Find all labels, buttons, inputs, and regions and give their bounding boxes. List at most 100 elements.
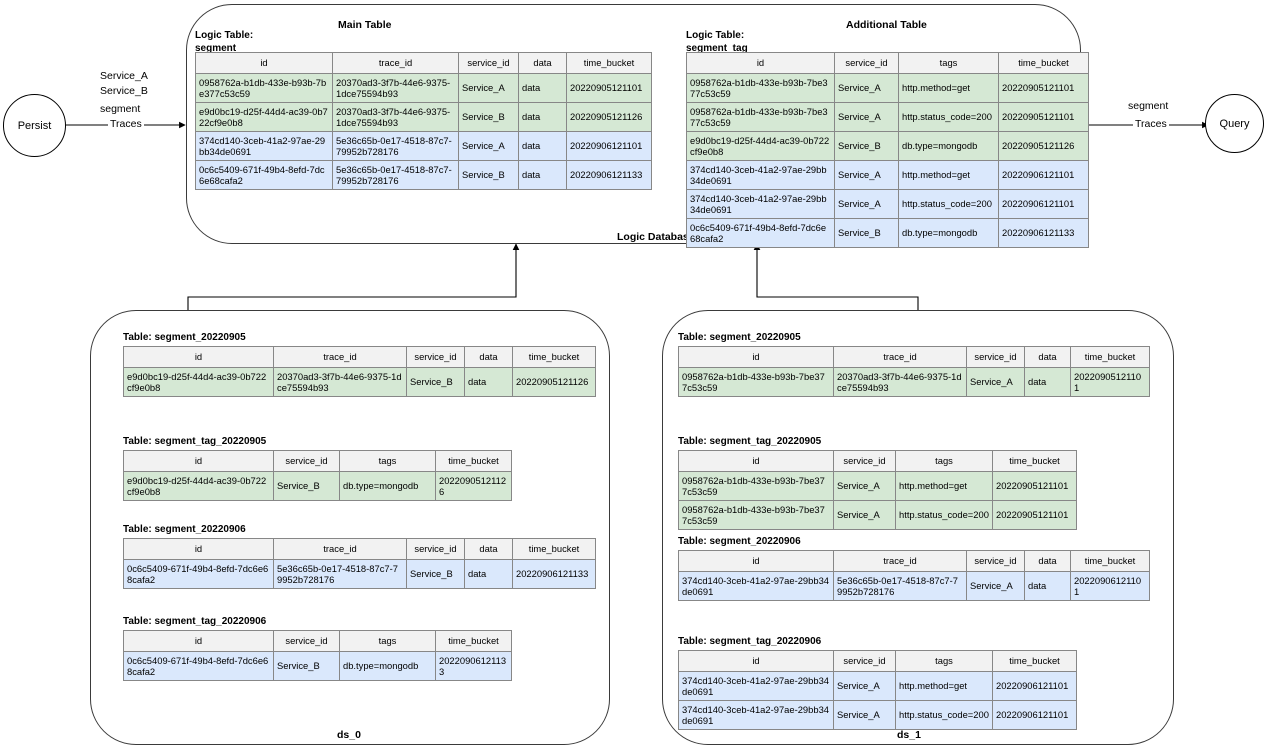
table-cell-trace_id: 20370ad3-3f7b-44e6-9375-1dce75594b93 bbox=[833, 367, 967, 397]
column-header-time_bucket: time_bucket bbox=[998, 52, 1089, 74]
column-header-tags: tags bbox=[339, 630, 436, 652]
table-cell-time_bucket: 20220905121101 bbox=[998, 102, 1089, 132]
table-cell-tags: db.type=mongodb bbox=[339, 651, 436, 681]
table-cell-service_id: Service_A bbox=[833, 471, 896, 501]
table-cell-tags: http.method=get bbox=[898, 73, 999, 103]
column-header-trace_id: trace_id bbox=[833, 550, 967, 572]
table-cell-data: data bbox=[518, 160, 567, 190]
table-caption: Table: segment_tag_20220905 bbox=[123, 436, 267, 447]
table-cell-trace_id: 5e36c65b-0e17-4518-87c7-79952b728176 bbox=[332, 131, 459, 161]
table-cell-service_id: Service_A bbox=[834, 160, 899, 190]
table-cell-service_id: Service_B bbox=[406, 559, 465, 589]
table-cell-time_bucket: 20220905121126 bbox=[566, 102, 652, 132]
column-header-trace_id: trace_id bbox=[273, 538, 407, 560]
table-cell-service_id: Service_B bbox=[834, 218, 899, 248]
table-cell-tags: db.type=mongodb bbox=[898, 218, 999, 248]
table-cell-id: e9d0bc19-d25f-44d4-ac39-0b722cf9e0b8 bbox=[123, 367, 274, 397]
column-header-id: id bbox=[678, 450, 834, 472]
table-caption: Table: segment_20220906 bbox=[678, 536, 801, 547]
column-header-data: data bbox=[518, 52, 567, 74]
table-cell-time_bucket: 20220906121101 bbox=[992, 700, 1077, 730]
table-cell-service_id: Service_B bbox=[273, 651, 340, 681]
table-cell-service_id: Service_A bbox=[834, 73, 899, 103]
table-cell-data: data bbox=[518, 131, 567, 161]
table-cell-tags: http.method=get bbox=[895, 471, 993, 501]
table-caption: Table: segment_tag_20220905 bbox=[678, 436, 822, 447]
column-header-id: id bbox=[123, 450, 274, 472]
table-cell-time_bucket: 20220905121126 bbox=[435, 471, 512, 501]
column-header-id: id bbox=[678, 550, 834, 572]
table-cell-time_bucket: 20220906121133 bbox=[435, 651, 512, 681]
table-cell-id: 0c6c5409-671f-49b4-8efd-7dc6e68cafa2 bbox=[123, 559, 274, 589]
table-cell-tags: http.status_code=200 bbox=[895, 500, 993, 530]
column-header-id: id bbox=[123, 346, 274, 368]
table-cell-trace_id: 5e36c65b-0e17-4518-87c7-79952b728176 bbox=[273, 559, 407, 589]
table-cell-tags: http.status_code=200 bbox=[898, 102, 999, 132]
table-cell-tags: db.type=mongodb bbox=[898, 131, 999, 161]
table-cell-id: 0958762a-b1db-433e-b93b-7be377c53c59 bbox=[678, 500, 834, 530]
column-header-time_bucket: time_bucket bbox=[1070, 550, 1150, 572]
table-cell-data: data bbox=[464, 367, 513, 397]
additional-logic-table-label-line2: segment_tag bbox=[686, 43, 748, 54]
column-header-tags: tags bbox=[339, 450, 436, 472]
table-cell-service_id: Service_B bbox=[458, 102, 519, 132]
column-header-tags: tags bbox=[895, 450, 993, 472]
edge-label-left-services: Service_A Service_B bbox=[100, 70, 148, 97]
table-cell-tags: http.method=get bbox=[898, 160, 999, 190]
table-cell-service_id: Service_A bbox=[834, 102, 899, 132]
column-header-trace_id: trace_id bbox=[273, 346, 407, 368]
ds0-label: ds_0 bbox=[337, 729, 361, 741]
table-cell-id: 374cd140-3ceb-41a2-97ae-29bb34de0691 bbox=[678, 700, 834, 730]
persist-node[interactable]: Persist bbox=[3, 94, 66, 157]
table-cell-id: 374cd140-3ceb-41a2-97ae-29bb34de0691 bbox=[678, 571, 834, 601]
table-caption: Table: segment_tag_20220906 bbox=[678, 636, 822, 647]
table-cell-trace_id: 5e36c65b-0e17-4518-87c7-79952b728176 bbox=[332, 160, 459, 190]
table-cell-id: 374cd140-3ceb-41a2-97ae-29bb34de0691 bbox=[686, 189, 835, 219]
table-caption: Table: segment_tag_20220906 bbox=[123, 616, 267, 627]
table-cell-data: data bbox=[1024, 367, 1071, 397]
persist-node-label: Persist bbox=[17, 119, 52, 132]
column-header-service_id: service_id bbox=[406, 538, 465, 560]
table-cell-service_id: Service_A bbox=[833, 700, 896, 730]
table-cell-id: 0958762a-b1db-433e-b93b-7be377c53c59 bbox=[678, 471, 834, 501]
table-cell-data: data bbox=[518, 102, 567, 132]
table-cell-id: e9d0bc19-d25f-44d4-ac39-0b722cf9e0b8 bbox=[123, 471, 274, 501]
table-cell-id: 374cd140-3ceb-41a2-97ae-29bb34de0691 bbox=[686, 160, 835, 190]
edge-label-right-traces: Traces bbox=[1133, 118, 1169, 130]
query-node[interactable]: Query bbox=[1205, 94, 1264, 153]
column-header-id: id bbox=[686, 52, 835, 74]
table-caption: Table: segment_20220905 bbox=[123, 332, 246, 343]
edge-label-left-traces: Traces bbox=[108, 118, 144, 130]
column-header-time_bucket: time_bucket bbox=[566, 52, 652, 74]
table-cell-service_id: Service_A bbox=[833, 500, 896, 530]
table-cell-id: 0958762a-b1db-433e-b93b-7be377c53c59 bbox=[686, 102, 835, 132]
table-cell-time_bucket: 20220906121101 bbox=[566, 131, 652, 161]
column-header-id: id bbox=[123, 630, 274, 652]
table-cell-service_id: Service_A bbox=[966, 571, 1025, 601]
table-cell-time_bucket: 20220905121101 bbox=[992, 471, 1077, 501]
